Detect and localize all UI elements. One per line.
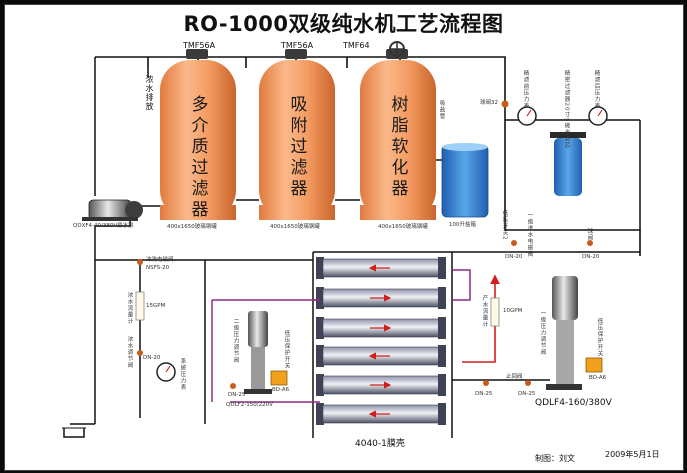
pump1-adj-label: 一级压力调节阀	[539, 310, 546, 356]
sys-gauge-label: 系统压力表	[179, 358, 186, 391]
pressure-switch-box-a	[270, 370, 288, 386]
brine-tank	[441, 143, 489, 218]
concentrate-drain-label: 浓水排放	[145, 75, 154, 111]
conc-meter-label: 浓水流量计	[126, 292, 133, 325]
dn25-b-label: DN-25	[518, 391, 536, 397]
drafter-label: 制图：刘文	[535, 454, 575, 463]
dn25-a-label: DN-25	[475, 391, 493, 397]
pump-small-label: QDLF2-150/220V	[226, 402, 273, 408]
concentrate-flowmeter	[135, 291, 145, 321]
tank3-valve-label: TMF64	[343, 41, 370, 50]
low-protect-label: 低压保护开关	[283, 330, 290, 369]
ball-valve2-label: 球阀	[586, 228, 593, 241]
bd-a-label: BD-A6	[272, 387, 290, 393]
tank-adsorption-filter	[259, 60, 335, 220]
low-protect2-label: 低压保护开关	[596, 318, 603, 357]
pump-large-label: QDLF4-160/380V	[535, 398, 612, 408]
raw-pump-label: QDXF4-40/380V原水泵	[73, 223, 134, 229]
brine-label: 吸盐管	[438, 100, 445, 120]
pump2-adj-label: 二级压力调节阀	[232, 318, 239, 364]
membrane-label: 4040-1膜壳	[355, 439, 405, 449]
tank1-spec: 400x1650玻璃钢罐	[167, 224, 217, 230]
diagram-title: RO-1000双级纯水机工艺流程图	[183, 12, 504, 36]
ball-valve-32	[501, 100, 509, 108]
tank1-label: 多介质过滤器	[187, 95, 208, 221]
valves	[137, 240, 593, 389]
bd-b-label: BD-A6	[589, 375, 607, 381]
dn20-c-label: DN-20	[143, 355, 161, 361]
left-loop	[70, 259, 313, 425]
drain-basin	[62, 427, 86, 438]
drain-pipe	[94, 57, 149, 196]
dn25-c-label: DN-25	[228, 392, 246, 398]
tank2-label: 吸附过滤器	[286, 95, 307, 200]
gauge1-label: 精滤前压力表	[522, 70, 529, 109]
filter-label: 精密过滤器20寸5微米滤芯	[563, 70, 570, 149]
check-valve-label: 止回阀	[506, 374, 523, 380]
raw-water-pump	[82, 199, 143, 221]
low-switch-label: 低压开关2	[501, 210, 508, 241]
product-flowmeter	[490, 297, 500, 327]
gpm10-label: 10GPM	[503, 308, 523, 314]
tank3-label: 树脂软化器	[387, 95, 408, 200]
membrane-housing	[316, 374, 446, 396]
membrane-frame-pipes	[312, 251, 640, 438]
tank-valves	[186, 41, 408, 59]
prod-meter-label: 产水流量计	[481, 295, 488, 328]
tank-resin-softener	[360, 60, 436, 220]
pressure-switch-box-b	[585, 357, 603, 373]
ball-valve-label: 球阀32	[480, 100, 498, 106]
dn20-a-label: DN-20	[505, 254, 523, 260]
concentrate-lines	[211, 269, 471, 403]
membrane-housing	[316, 317, 446, 339]
gauge2-label: 精滤后压力表	[593, 70, 600, 109]
permeate-line	[462, 274, 500, 363]
tank2-spec: 400x1650玻璃钢罐	[270, 224, 320, 230]
membranes	[316, 257, 446, 425]
membrane-housing	[316, 287, 446, 309]
tank1-valve-label: TMF56A	[183, 41, 216, 50]
tank2-valve-label: TMF56A	[281, 41, 314, 50]
membrane-housing	[316, 257, 446, 279]
date-label: 2009年5月1日	[605, 450, 660, 459]
dn20-b-label: DN-20	[582, 254, 600, 260]
high-pressure-pump-large	[546, 276, 582, 390]
tank-multimedia-filter	[160, 60, 236, 220]
flush-valve-label: 冲洗电磁阀	[146, 257, 174, 263]
gauge-pre-filter	[517, 106, 537, 126]
membrane-housing	[316, 345, 446, 367]
gauge-post-filter	[588, 106, 608, 126]
brine-tank-label: 100升盐箱	[449, 222, 476, 228]
inlet-valve-label: 一级进水电磁阀	[526, 212, 533, 258]
tank3-spec: 400x1650玻璃钢罐	[378, 224, 428, 230]
membrane-housing	[316, 403, 446, 425]
conc-adj-label: 浓水调节阀	[126, 336, 133, 369]
booster-pump-small	[244, 311, 272, 394]
system-pressure-gauge	[156, 362, 176, 382]
flush-model-label: NSFS-20	[146, 265, 170, 271]
gpm15-label: 15GPM	[146, 303, 166, 309]
